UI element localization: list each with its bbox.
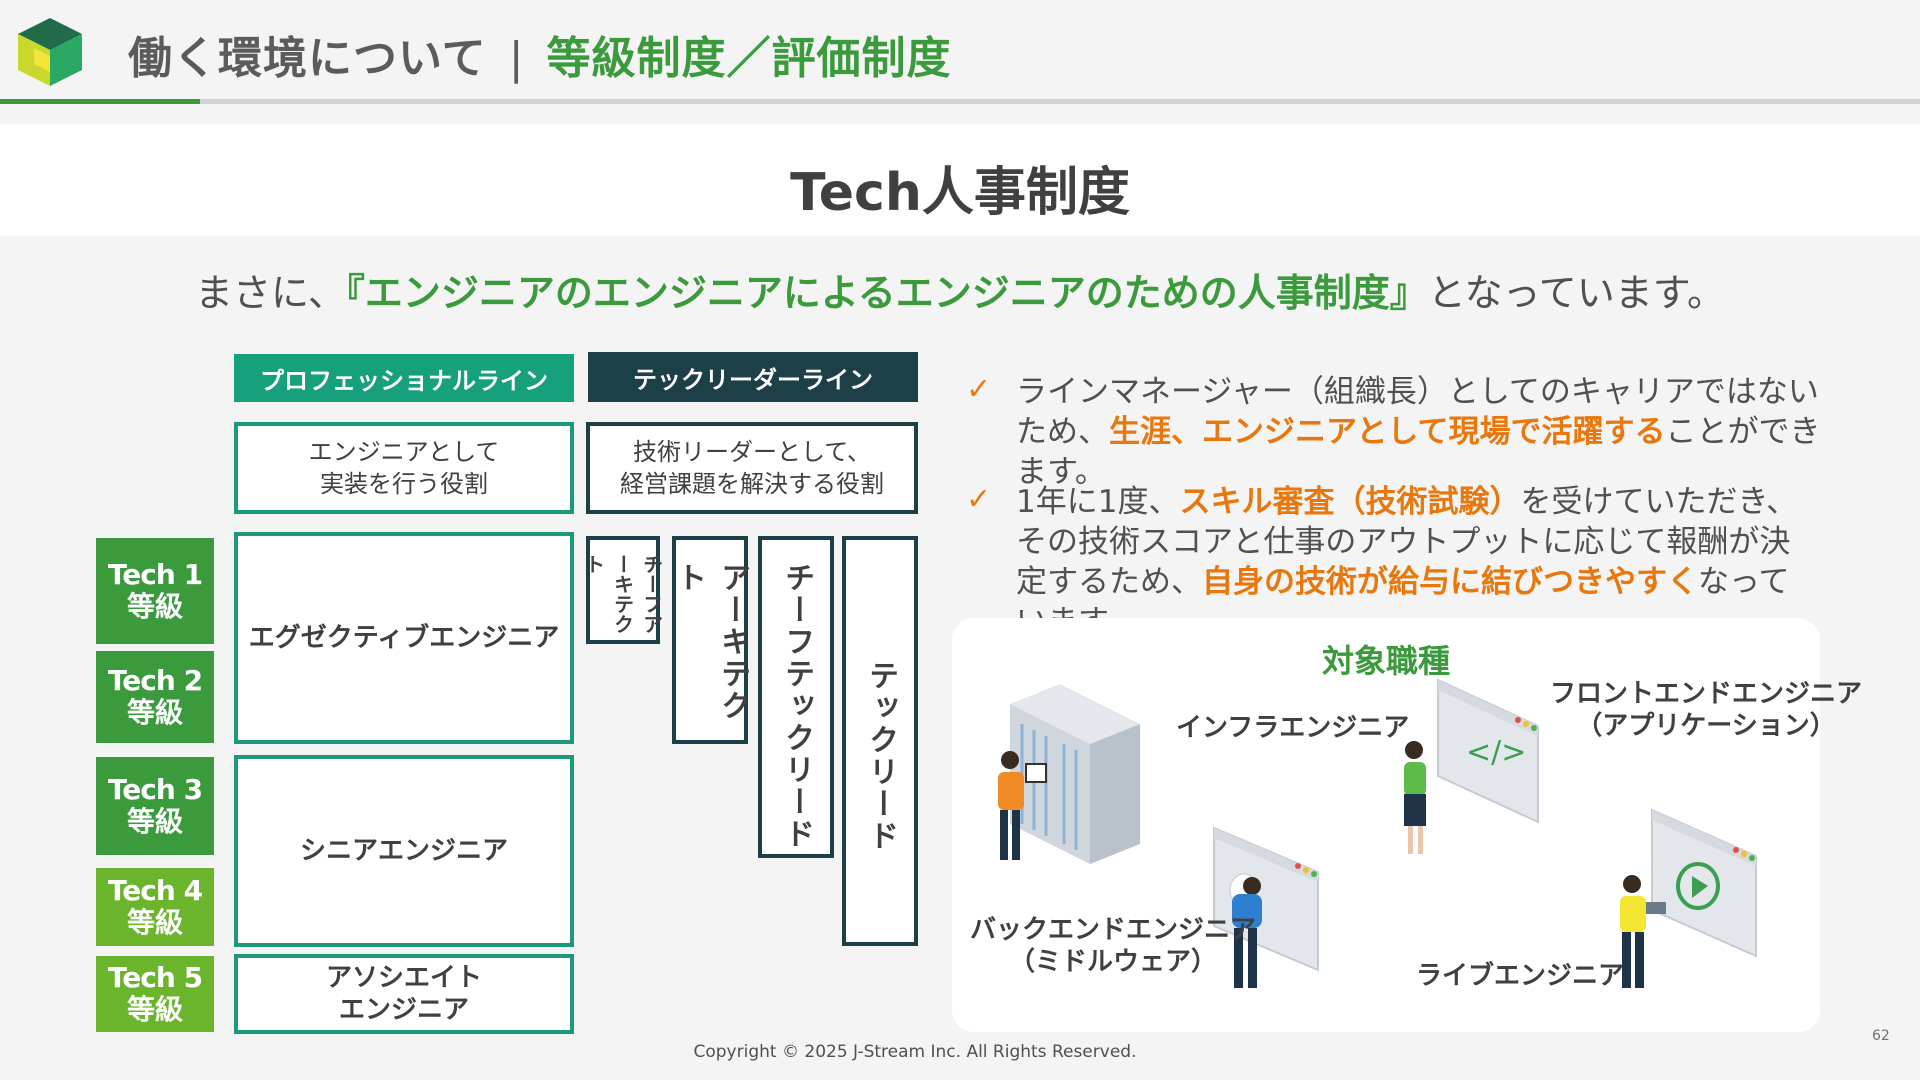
techlead-line-header: テックリーダーライン xyxy=(588,352,918,402)
copyright-footer: Copyright © 2025 J-Stream Inc. All Right… xyxy=(0,1042,1830,1062)
grade-name: Tech 3 xyxy=(108,774,202,806)
grade-suffix: 等級 xyxy=(127,907,183,939)
tagline-suffix: となっています。 xyxy=(1428,271,1725,315)
professional-line-header: プロフェッショナルライン xyxy=(234,354,574,402)
grade-name: Tech 1 xyxy=(108,559,202,591)
chief-techlead-label: チーフテックリード xyxy=(774,562,818,854)
header-separator: | xyxy=(509,33,525,84)
tagline-highlight: 『エンジニアのエンジニアによるエンジニアのための人事制度』 xyxy=(346,271,1428,315)
section-title: 働く環境について xyxy=(128,33,487,84)
target-jobs-title: 対象職種 xyxy=(952,636,1820,682)
job-backend-engineer: バックエンドエンジニア （ミドルウェア） xyxy=(970,914,1256,978)
level-executive-engineer: エグゼクティブエンジニア xyxy=(234,532,574,744)
job-infra-engineer: インフラエンジニア xyxy=(1176,712,1409,744)
bullet-2-text: 1年に1度、 xyxy=(1016,484,1179,520)
grade-suffix: 等級 xyxy=(127,697,183,729)
grade-suffix: 等級 xyxy=(127,806,183,838)
header-divider xyxy=(0,99,1920,104)
level-associate-engineer: アソシエイト エンジニア xyxy=(234,954,574,1034)
code-window-icon: </> xyxy=(1434,676,1544,826)
header-divider-accent xyxy=(0,99,200,104)
bullet-1-highlight: 生涯、エンジニアとして現場で活躍する xyxy=(1109,414,1665,450)
page-number: 62 xyxy=(1872,1028,1890,1044)
bullet-2-highlight-2: 自身の技術が給与に結びつきやすく xyxy=(1202,564,1698,600)
techlead-role-box: 技術リーダーとして、 経営課題を解決する役割 xyxy=(586,422,918,514)
grade-name: Tech 2 xyxy=(108,665,202,697)
header-title: 働く環境について | 等級制度／評価制度 xyxy=(128,22,952,86)
check-icon: ✓ xyxy=(966,482,1002,517)
tagline: まさに、『エンジニアのエンジニアによるエンジニアのための人事制度』となっています… xyxy=(0,262,1920,317)
professional-role-box: エンジニアとして 実装を行う役割 xyxy=(234,422,574,514)
chief-architect-label: チーフアーキテクト xyxy=(580,554,667,640)
grade-name: Tech 4 xyxy=(108,875,202,907)
page-title: Tech人事制度 xyxy=(0,150,1920,225)
bullet-1: ラインマネージャー（組織長）としてのキャリアではないため、生涯、エンジニアとして… xyxy=(1016,372,1836,492)
grade-name: Tech 5 xyxy=(108,962,202,994)
grade-suffix: 等級 xyxy=(127,994,183,1026)
bullet-2-highlight: スキル審査（技術試験） xyxy=(1179,484,1520,520)
level-chief-architect: チーフアーキテクト xyxy=(586,536,660,644)
job-frontend-engineer-label: フロントエンドエンジニア （アプリケーション） xyxy=(1550,678,1862,742)
architect-label: アーキテクト xyxy=(666,562,754,740)
job-frontend-engineer: フロントエンドエンジニア （アプリケーション） xyxy=(1550,678,1862,742)
job-backend-engineer-label: バックエンドエンジニア （ミドルウェア） xyxy=(970,914,1256,978)
check-icon: ✓ xyxy=(966,372,1002,407)
level-senior-engineer: シニアエンジニア xyxy=(234,755,574,947)
job-live-engineer: ライブエンジニア xyxy=(1416,960,1624,992)
frontend-engineer-person xyxy=(1396,738,1436,858)
svg-text:</>: </> xyxy=(1466,735,1526,770)
section-subtitle: 等級制度／評価制度 xyxy=(547,33,952,84)
techlead-label: テックリード xyxy=(858,660,902,942)
cube-logo-icon xyxy=(14,16,86,88)
level-chief-techlead: チーフテックリード xyxy=(758,536,834,858)
level-architect: アーキテクト xyxy=(672,536,748,744)
level-techlead: テックリード xyxy=(842,536,918,946)
grade-suffix: 等級 xyxy=(127,591,183,623)
tagline-prefix: まさに、 xyxy=(195,271,346,315)
infra-engineer-person xyxy=(992,748,1052,868)
